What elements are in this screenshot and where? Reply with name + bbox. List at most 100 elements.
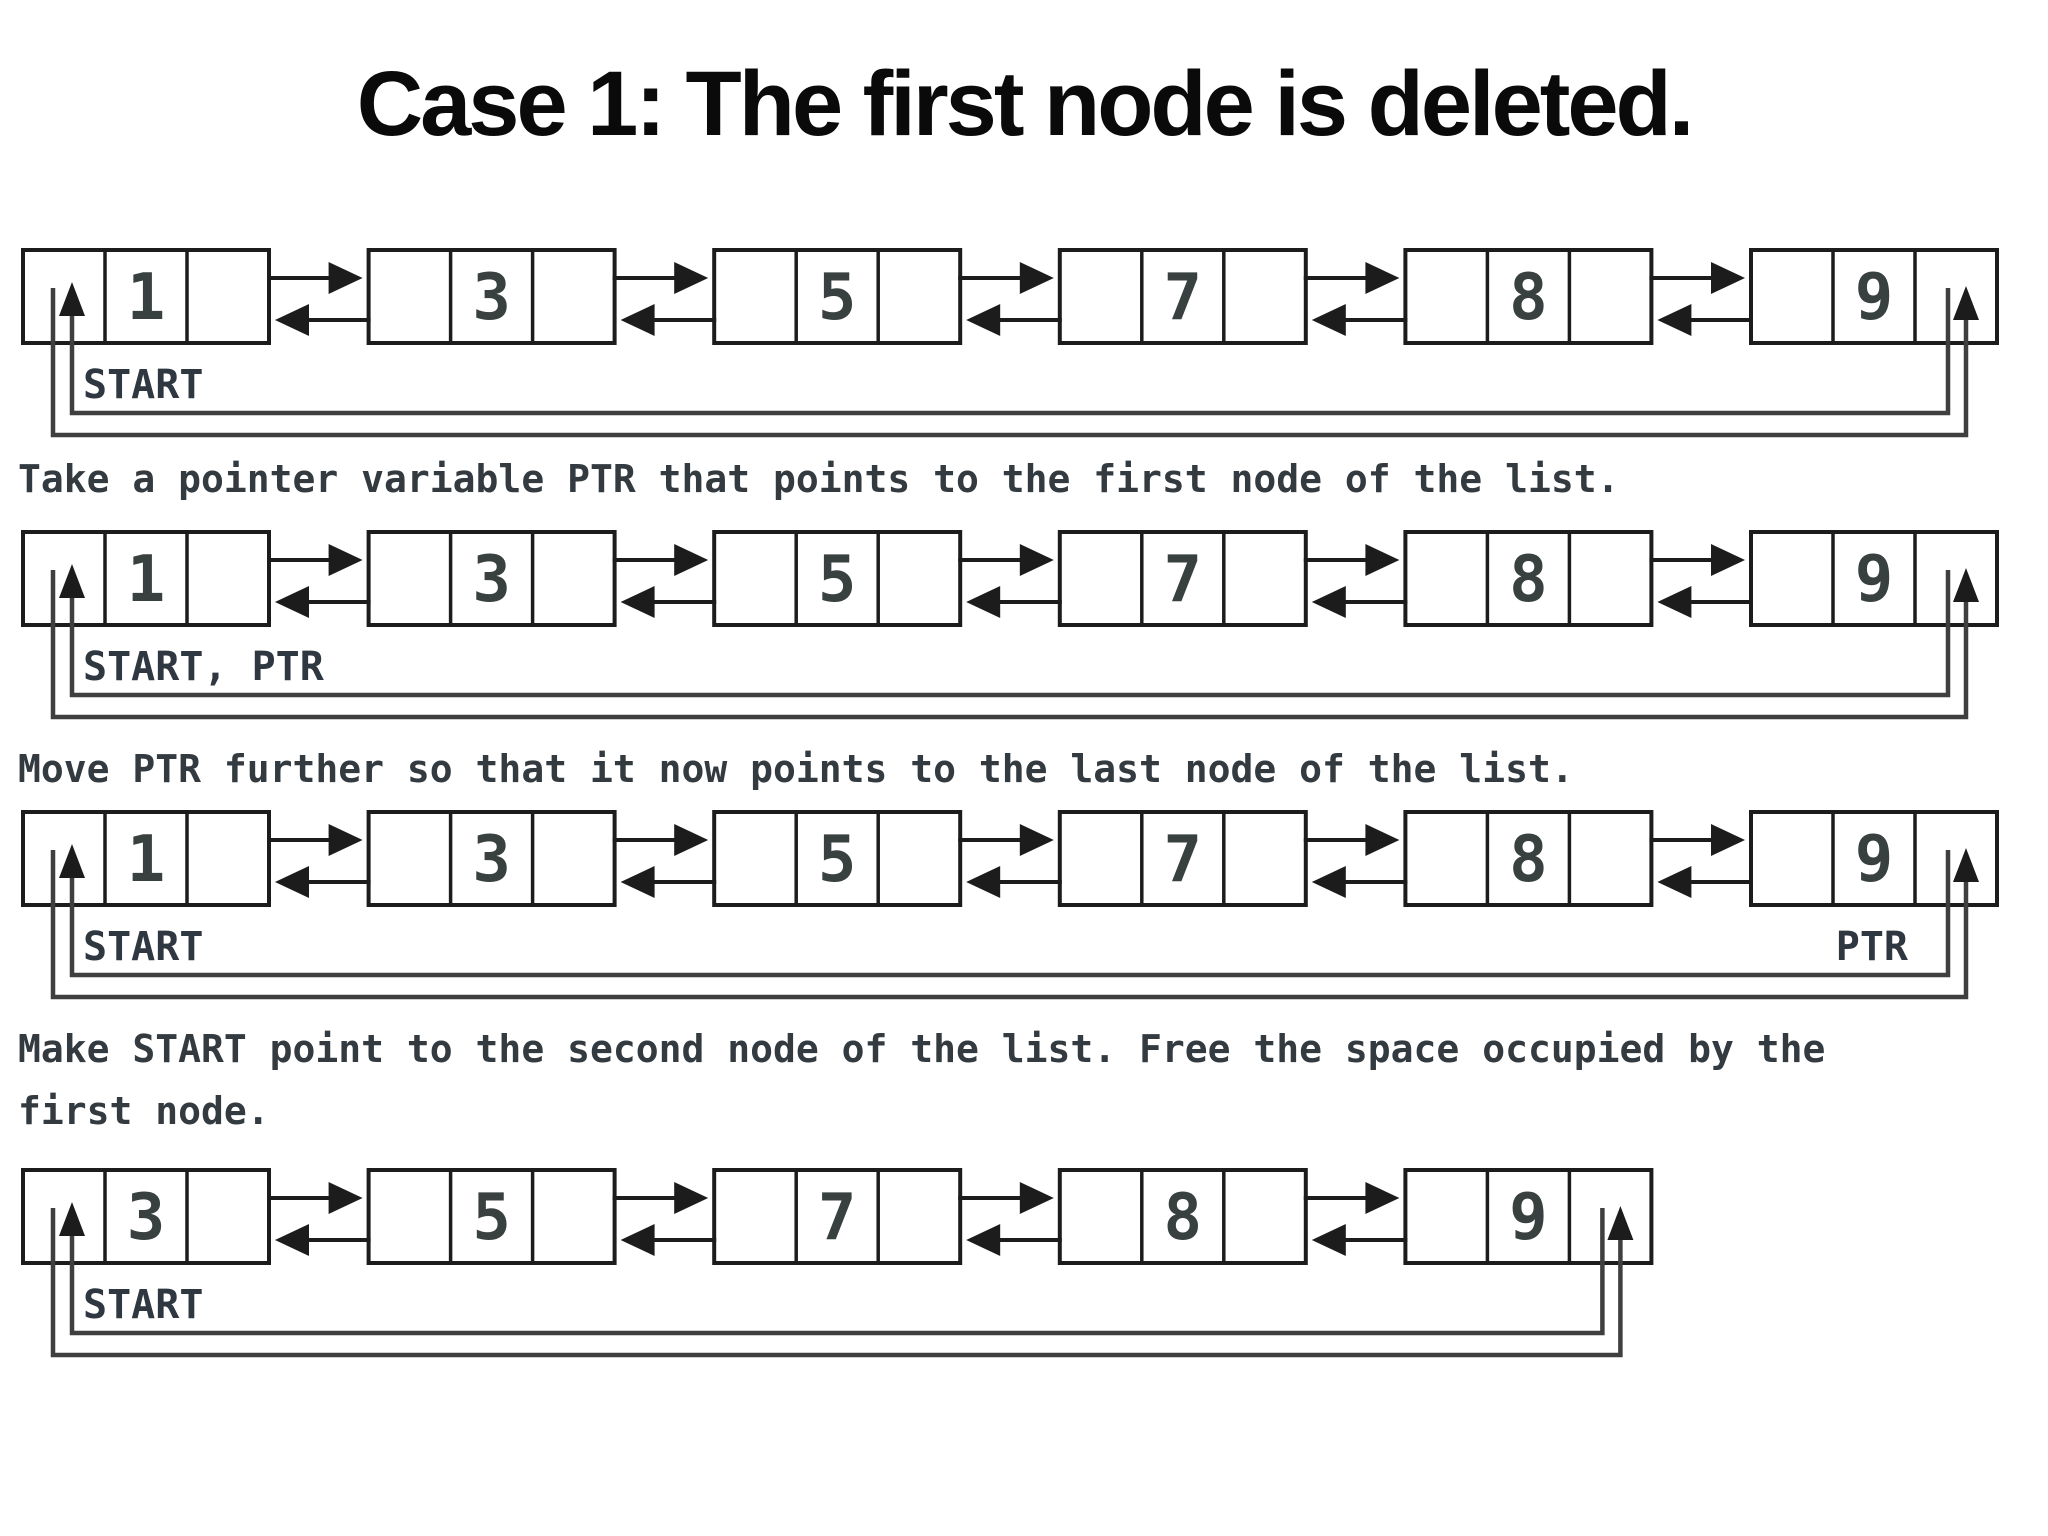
prev-arrowhead-icon (1657, 304, 1692, 336)
next-arrowhead-icon (674, 262, 709, 294)
node-value: 3 (472, 543, 511, 617)
prev-arrowhead-icon (275, 586, 309, 618)
next-arrowhead-icon (674, 1182, 709, 1214)
node-value: 3 (127, 1181, 166, 1255)
circular-next-line (69, 570, 1951, 698)
node-box (1403, 810, 1654, 907)
circular-next-line (69, 850, 1951, 978)
next-arrowhead-icon (1365, 544, 1400, 576)
step-caption-1: Take a pointer variable PTR that points … (18, 457, 1620, 501)
node-box (1749, 248, 1999, 345)
head-pointer-label: START (83, 1282, 203, 1328)
next-arrowhead-icon (328, 824, 363, 856)
node-value: 9 (1855, 543, 1894, 617)
circular-prev-line (50, 570, 1969, 720)
node-value: 5 (818, 261, 857, 335)
node-box (1403, 248, 1654, 345)
circular-next-line (69, 1208, 1605, 1336)
node-value: 7 (1164, 543, 1203, 617)
prev-arrowhead-icon (275, 1224, 309, 1256)
step-caption-3: Make START point to the second node of t… (18, 1027, 1826, 1133)
prev-arrowhead-icon (620, 1224, 655, 1256)
next-arrowhead-icon (328, 544, 363, 576)
node-box (1749, 530, 1999, 627)
prev-arrowhead-icon (1311, 304, 1346, 336)
head-pointer-label: START (83, 924, 203, 970)
node-box (21, 1168, 271, 1265)
head-pointer-arrowhead-icon (59, 564, 85, 598)
prev-arrowhead-icon (620, 866, 655, 898)
tail-pointer-arrowhead-icon (1607, 1206, 1634, 1240)
node-box (1057, 1168, 1308, 1265)
head-pointer-label: START (83, 362, 203, 408)
node-box (1403, 530, 1654, 627)
node-box (1403, 1168, 1654, 1265)
node-value: 3 (472, 261, 511, 335)
node-value: 7 (1164, 261, 1203, 335)
node-value: 3 (472, 823, 511, 897)
node-box (21, 248, 271, 345)
prev-arrowhead-icon (620, 586, 655, 618)
head-pointer-label: START, PTR (83, 644, 325, 690)
circular-next-line (69, 288, 1951, 416)
node-value: 1 (127, 261, 166, 335)
node-value: 5 (818, 543, 857, 617)
node-box (712, 1168, 963, 1265)
node-box (366, 530, 617, 627)
node-box (1749, 810, 1999, 907)
node-box (366, 810, 617, 907)
tail-pointer-arrowhead-icon (1953, 848, 1979, 882)
node-value: 8 (1164, 1181, 1203, 1255)
prev-arrowhead-icon (1657, 586, 1692, 618)
head-pointer-arrowhead-icon (59, 282, 85, 316)
node-box (712, 530, 963, 627)
next-arrowhead-icon (674, 824, 709, 856)
step-caption-2: Move PTR further so that it now points t… (18, 747, 1574, 791)
node-value: 7 (1164, 823, 1203, 897)
next-arrowhead-icon (328, 262, 363, 294)
next-arrowhead-icon (1365, 824, 1400, 856)
node-box (1057, 810, 1308, 907)
next-arrowhead-icon (1711, 262, 1745, 294)
node-box (366, 1168, 617, 1265)
next-arrowhead-icon (328, 1182, 363, 1214)
node-value: 9 (1855, 823, 1894, 897)
node-value: 9 (1509, 1181, 1548, 1255)
node-value: 8 (1509, 261, 1548, 335)
next-arrowhead-icon (1711, 824, 1745, 856)
next-arrowhead-icon (1019, 824, 1054, 856)
prev-arrowhead-icon (620, 304, 655, 336)
tail-pointer-arrowhead-icon (1953, 568, 1979, 602)
prev-arrowhead-icon (966, 304, 1001, 336)
node-box (21, 810, 271, 907)
node-value: 9 (1855, 261, 1894, 335)
next-arrowhead-icon (1019, 262, 1054, 294)
next-arrowhead-icon (1365, 262, 1400, 294)
node-value: 5 (472, 1181, 511, 1255)
node-value: 5 (818, 823, 857, 897)
slide-title: Case 1: The first node is deleted. (356, 53, 1695, 155)
prev-arrowhead-icon (1311, 586, 1346, 618)
circular-prev-line (50, 288, 1969, 438)
node-box (366, 248, 617, 345)
node-box (1057, 530, 1308, 627)
node-box (712, 248, 963, 345)
prev-arrowhead-icon (966, 1224, 1001, 1256)
node-value: 7 (818, 1181, 857, 1255)
node-value: 8 (1509, 823, 1548, 897)
prev-arrowhead-icon (966, 586, 1001, 618)
head-pointer-arrowhead-icon (59, 1202, 85, 1236)
prev-arrowhead-icon (966, 866, 1001, 898)
next-arrowhead-icon (674, 544, 709, 576)
node-box (712, 810, 963, 907)
node-box (21, 530, 271, 627)
next-arrowhead-icon (1019, 1182, 1054, 1214)
prev-arrowhead-icon (275, 866, 309, 898)
